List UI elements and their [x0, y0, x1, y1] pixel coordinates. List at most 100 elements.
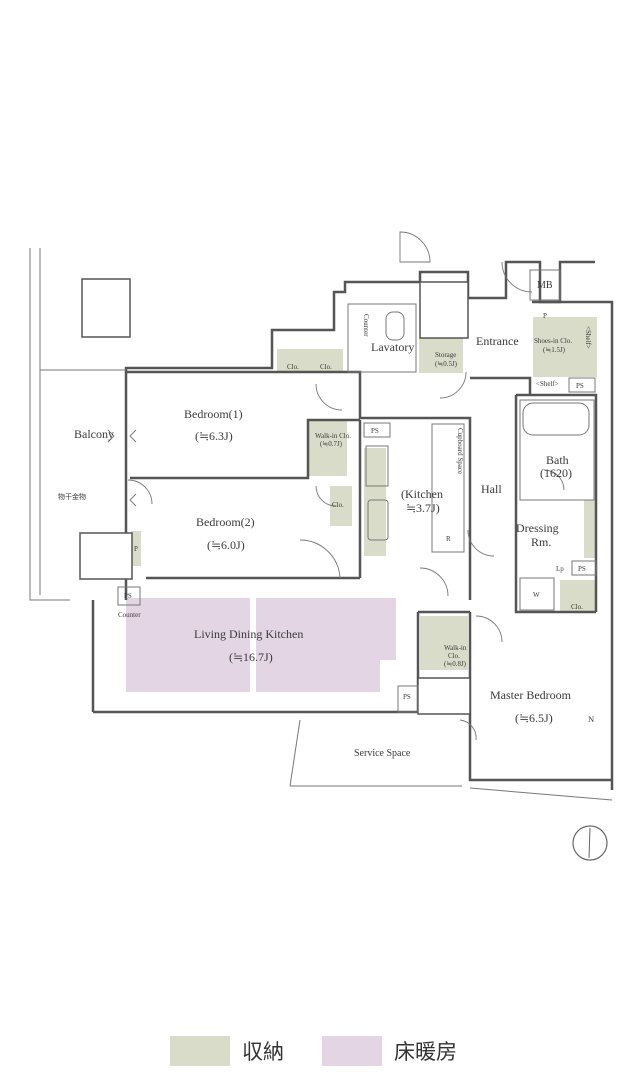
storage-zone: [419, 338, 463, 373]
service-edge: [289, 719, 301, 787]
storage-label-storage: Storage: [435, 351, 456, 359]
storage-label: Clo.: [287, 363, 299, 371]
ps-mark: PS: [403, 693, 411, 701]
lp-mark: Lp: [556, 565, 564, 573]
wall: [514, 395, 596, 614]
ps-mark: PS: [371, 427, 379, 435]
storage-label-counter-2: Counter: [118, 611, 141, 619]
storage-label: Clo.: [320, 363, 332, 371]
legend-swatch-storage: [170, 1036, 230, 1066]
room-label-bath: Bath: [546, 453, 569, 467]
door-swing: [501, 261, 533, 293]
room-area-kitchen: ≒3.7J): [406, 501, 440, 515]
room-label-ldk: Living Dining Kitchen: [194, 627, 303, 641]
room-label-master: Master Bedroom: [490, 688, 572, 702]
p-mark: P: [134, 545, 138, 553]
ps-box: [117, 586, 141, 606]
door-swing: [127, 479, 153, 505]
floor-plan: Balcony Bedroom(1) (≒6.3J) Bedroom(2) (≒…: [29, 231, 614, 861]
storage-zone: [560, 580, 596, 612]
room-area-master: (≒6.5J): [515, 711, 553, 725]
mb-box: [529, 269, 561, 301]
storage-label: Clo.: [332, 501, 344, 509]
lavatory-room: [347, 303, 417, 373]
floor-heating-zone: [126, 598, 250, 692]
wall: [470, 376, 532, 395]
legend-label-storage: 収納: [242, 1040, 284, 1064]
legend-swatch-floor-heating: [322, 1036, 382, 1066]
ps-box: [397, 685, 419, 713]
room-label-dressing-2: Rm.: [531, 535, 551, 549]
doors: [127, 231, 565, 741]
door-swing: [459, 719, 477, 741]
storage-label-cupboard: Cupboard Space: [456, 428, 464, 474]
room-label-lavatory: Lavatory: [371, 340, 414, 354]
storage-area-walkin1: (≒0.7J): [320, 440, 343, 448]
room-label-kitchen: (Kitchen: [401, 487, 443, 501]
door-swing: [543, 469, 565, 491]
compass-icon: [572, 825, 608, 861]
door-swing: [315, 383, 343, 411]
storage-label-counter: Counter: [362, 314, 370, 337]
window-marker: [107, 429, 115, 443]
door-swing: [475, 615, 503, 643]
wall: [124, 260, 595, 372]
w-mark: W: [533, 591, 540, 599]
door-swing: [299, 539, 341, 579]
wall: [130, 418, 360, 480]
wall: [468, 612, 612, 782]
room-label-service: Service Space: [354, 748, 411, 759]
storage-area-walkin2: (≒0.8J): [444, 660, 467, 668]
bathtub: [522, 402, 590, 436]
storage-area-shoes: (≒1.5J): [543, 346, 566, 354]
storage-label-walkin1: Walk-in Clo.: [315, 432, 351, 440]
wall: [126, 370, 472, 600]
hanger-mark: 物干金物: [58, 492, 86, 501]
legend-item-storage: 収納: [170, 1036, 284, 1066]
storage-area-storage: (≒0.5J): [435, 360, 458, 368]
door-swing: [315, 485, 337, 507]
ps-box: [568, 377, 596, 393]
room-label-entrance: Entrance: [476, 334, 519, 348]
r-mark: R: [446, 535, 451, 543]
storage-zone: [330, 486, 352, 526]
walls: [91, 260, 614, 790]
storage-label-shoes: Shoes-in Clo.: [534, 337, 572, 345]
pillar: [81, 278, 131, 338]
legend-item-floor-heating: 床暖房: [322, 1036, 457, 1066]
door-swing: [419, 567, 449, 597]
door-swing: [399, 231, 431, 263]
room-label-dressing: Dressing: [516, 521, 559, 535]
sink-counter: [365, 445, 389, 487]
pillar: [79, 532, 133, 580]
room-size-bath: (1620): [540, 466, 572, 480]
mb-mark: MB: [537, 280, 553, 291]
outlines: [29, 248, 613, 801]
storage-label-shelf-vertical: <Shelf>: [584, 326, 592, 349]
pillar: [419, 281, 469, 339]
room-label-bedroom1: Bedroom(1): [184, 407, 243, 421]
ps-mark: PS: [124, 592, 132, 600]
legend-label-floor-heating: 床暖房: [394, 1040, 457, 1064]
p-mark: P: [543, 312, 547, 320]
room-area-bedroom1: (≒6.3J): [195, 429, 233, 443]
floor-heating-zone: [256, 598, 380, 692]
ps-mark: PS: [576, 382, 584, 390]
room-label-hall: Hall: [481, 482, 502, 496]
storage-zone: [533, 317, 597, 377]
balcony-edge: [29, 248, 70, 601]
ps-mark: PS: [578, 565, 586, 573]
fridge-space: [431, 423, 465, 553]
storage-zone: [364, 448, 386, 556]
n-mark: N: [588, 714, 594, 724]
wall: [516, 393, 598, 612]
storage-label-walkin2: Walk-in: [444, 644, 467, 652]
window-marker: [129, 493, 137, 507]
floor-heating-zone: [380, 598, 396, 660]
toilet: [385, 311, 405, 341]
storage-label-shelf: <Shelf>: [536, 380, 559, 388]
wall: [532, 300, 614, 790]
storage-zone: [584, 500, 597, 558]
room-area-ldk: (≒16.7J): [229, 650, 273, 664]
storage-zone: [277, 349, 343, 373]
